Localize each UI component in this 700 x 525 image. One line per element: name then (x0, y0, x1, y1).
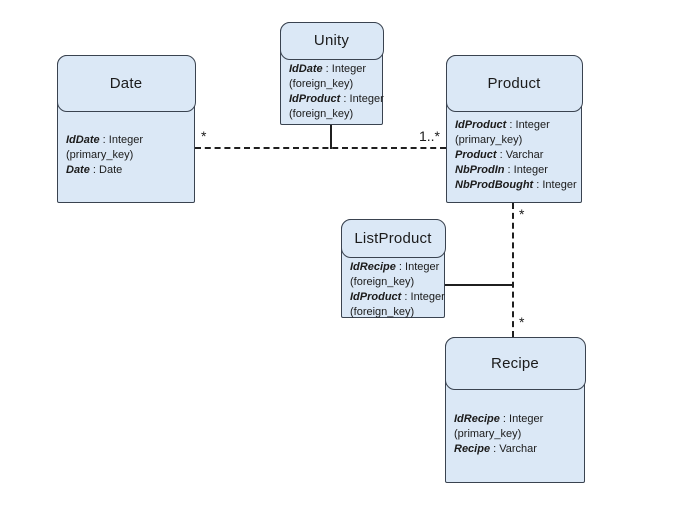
entity-recipe-attributes: IdRecipe : Integer (primary_key) Recipe : … (446, 390, 584, 483)
entity-unity: Unity IdDate : Integer (foreign_key) IdPro… (279, 21, 384, 126)
entity-date-attributes: IdDate : Integer (primary_key) Date : Date (58, 112, 194, 203)
attribute-line: IdDate : Integer (289, 62, 367, 75)
attribute-line: IdDate : Integer (66, 134, 144, 147)
attribute-line: IdProduct : Integer (350, 290, 445, 303)
attribute-name: Recipe (454, 443, 491, 456)
entity-unity-attributes: IdDate : Integer (foreign_key) IdProduct :… (281, 60, 384, 126)
entity-product-header: Product (445, 54, 583, 112)
attribute-line: Product : Varchar (455, 149, 544, 162)
attribute-note: (primary_key) (66, 149, 134, 162)
entity-title: ListProduct (354, 229, 432, 247)
multiplicity-label-product-recipe-bottom: * (519, 314, 525, 330)
attribute-note: (primary_key) (454, 428, 522, 441)
attribute-name: IdProduct (350, 290, 402, 303)
multiplicity-label-product-side: 1..* (418, 128, 440, 144)
entity-listproduct-header: ListProduct (340, 218, 446, 258)
entity-recipe-header: Recipe (444, 336, 586, 390)
attribute-line: Recipe : Varchar (454, 443, 537, 456)
attribute-name: IdRecipe (454, 413, 500, 426)
attribute-name: IdDate (66, 134, 100, 147)
multiplicity-label-date-side: * (201, 128, 207, 144)
entity-title: Date (109, 74, 143, 92)
attribute-name: IdProduct (289, 92, 341, 105)
attribute-line: IdProduct : Integer (455, 119, 550, 132)
association-stem-listproduct (445, 284, 513, 286)
attribute-name: IdDate (289, 62, 323, 75)
attribute-line: IdProduct : Integer (289, 92, 384, 105)
multiplicity-label-product-recipe-top: * (519, 206, 525, 222)
attribute-name: Date (66, 164, 90, 177)
attribute-line: IdRecipe : Integer (350, 260, 440, 273)
attribute-note: (foreign_key) (289, 107, 354, 120)
entity-product: Product IdProduct : Integer (primary_key)… (445, 54, 583, 203)
attribute-name: IdRecipe (350, 260, 396, 273)
association-stem-unity (330, 124, 332, 149)
association-date-product (195, 147, 446, 149)
attribute-note: (foreign_key) (350, 275, 415, 288)
entity-title: Unity (313, 32, 350, 49)
attribute-name: NbProdBought (455, 179, 534, 192)
entity-title: Recipe (491, 354, 539, 372)
attribute-line: Date : Date (66, 164, 123, 177)
attribute-name: Product (455, 149, 497, 162)
entity-date: Date IdDate : Integer (primary_key) Date :… (56, 54, 196, 203)
attribute-name: IdProduct (455, 119, 507, 132)
attribute-note: (foreign_key) (350, 305, 415, 318)
entity-unity-header: Unity (279, 21, 384, 60)
attribute-note: (foreign_key) (289, 77, 354, 90)
attribute-note: (primary_key) (455, 134, 523, 147)
attribute-name: NbProdIn (455, 164, 505, 177)
entity-title: Product (487, 74, 541, 92)
entity-product-attributes: IdProduct : Integer (primary_key) Product … (447, 112, 581, 203)
attribute-line: IdRecipe : Integer (454, 413, 544, 426)
attribute-line: NbProdBought : Integer (455, 179, 577, 192)
attribute-line: NbProdIn : Integer (455, 164, 548, 177)
association-product-recipe (512, 203, 514, 337)
entity-listproduct: ListProduct IdRecipe : Integer (foreign_k… (340, 218, 446, 318)
entity-recipe: Recipe IdRecipe : Integer (primary_key) Re… (444, 336, 586, 483)
entity-date-header: Date (56, 54, 196, 112)
entity-listproduct-attributes: IdRecipe : Integer (foreign_key) IdProduct… (342, 258, 445, 324)
